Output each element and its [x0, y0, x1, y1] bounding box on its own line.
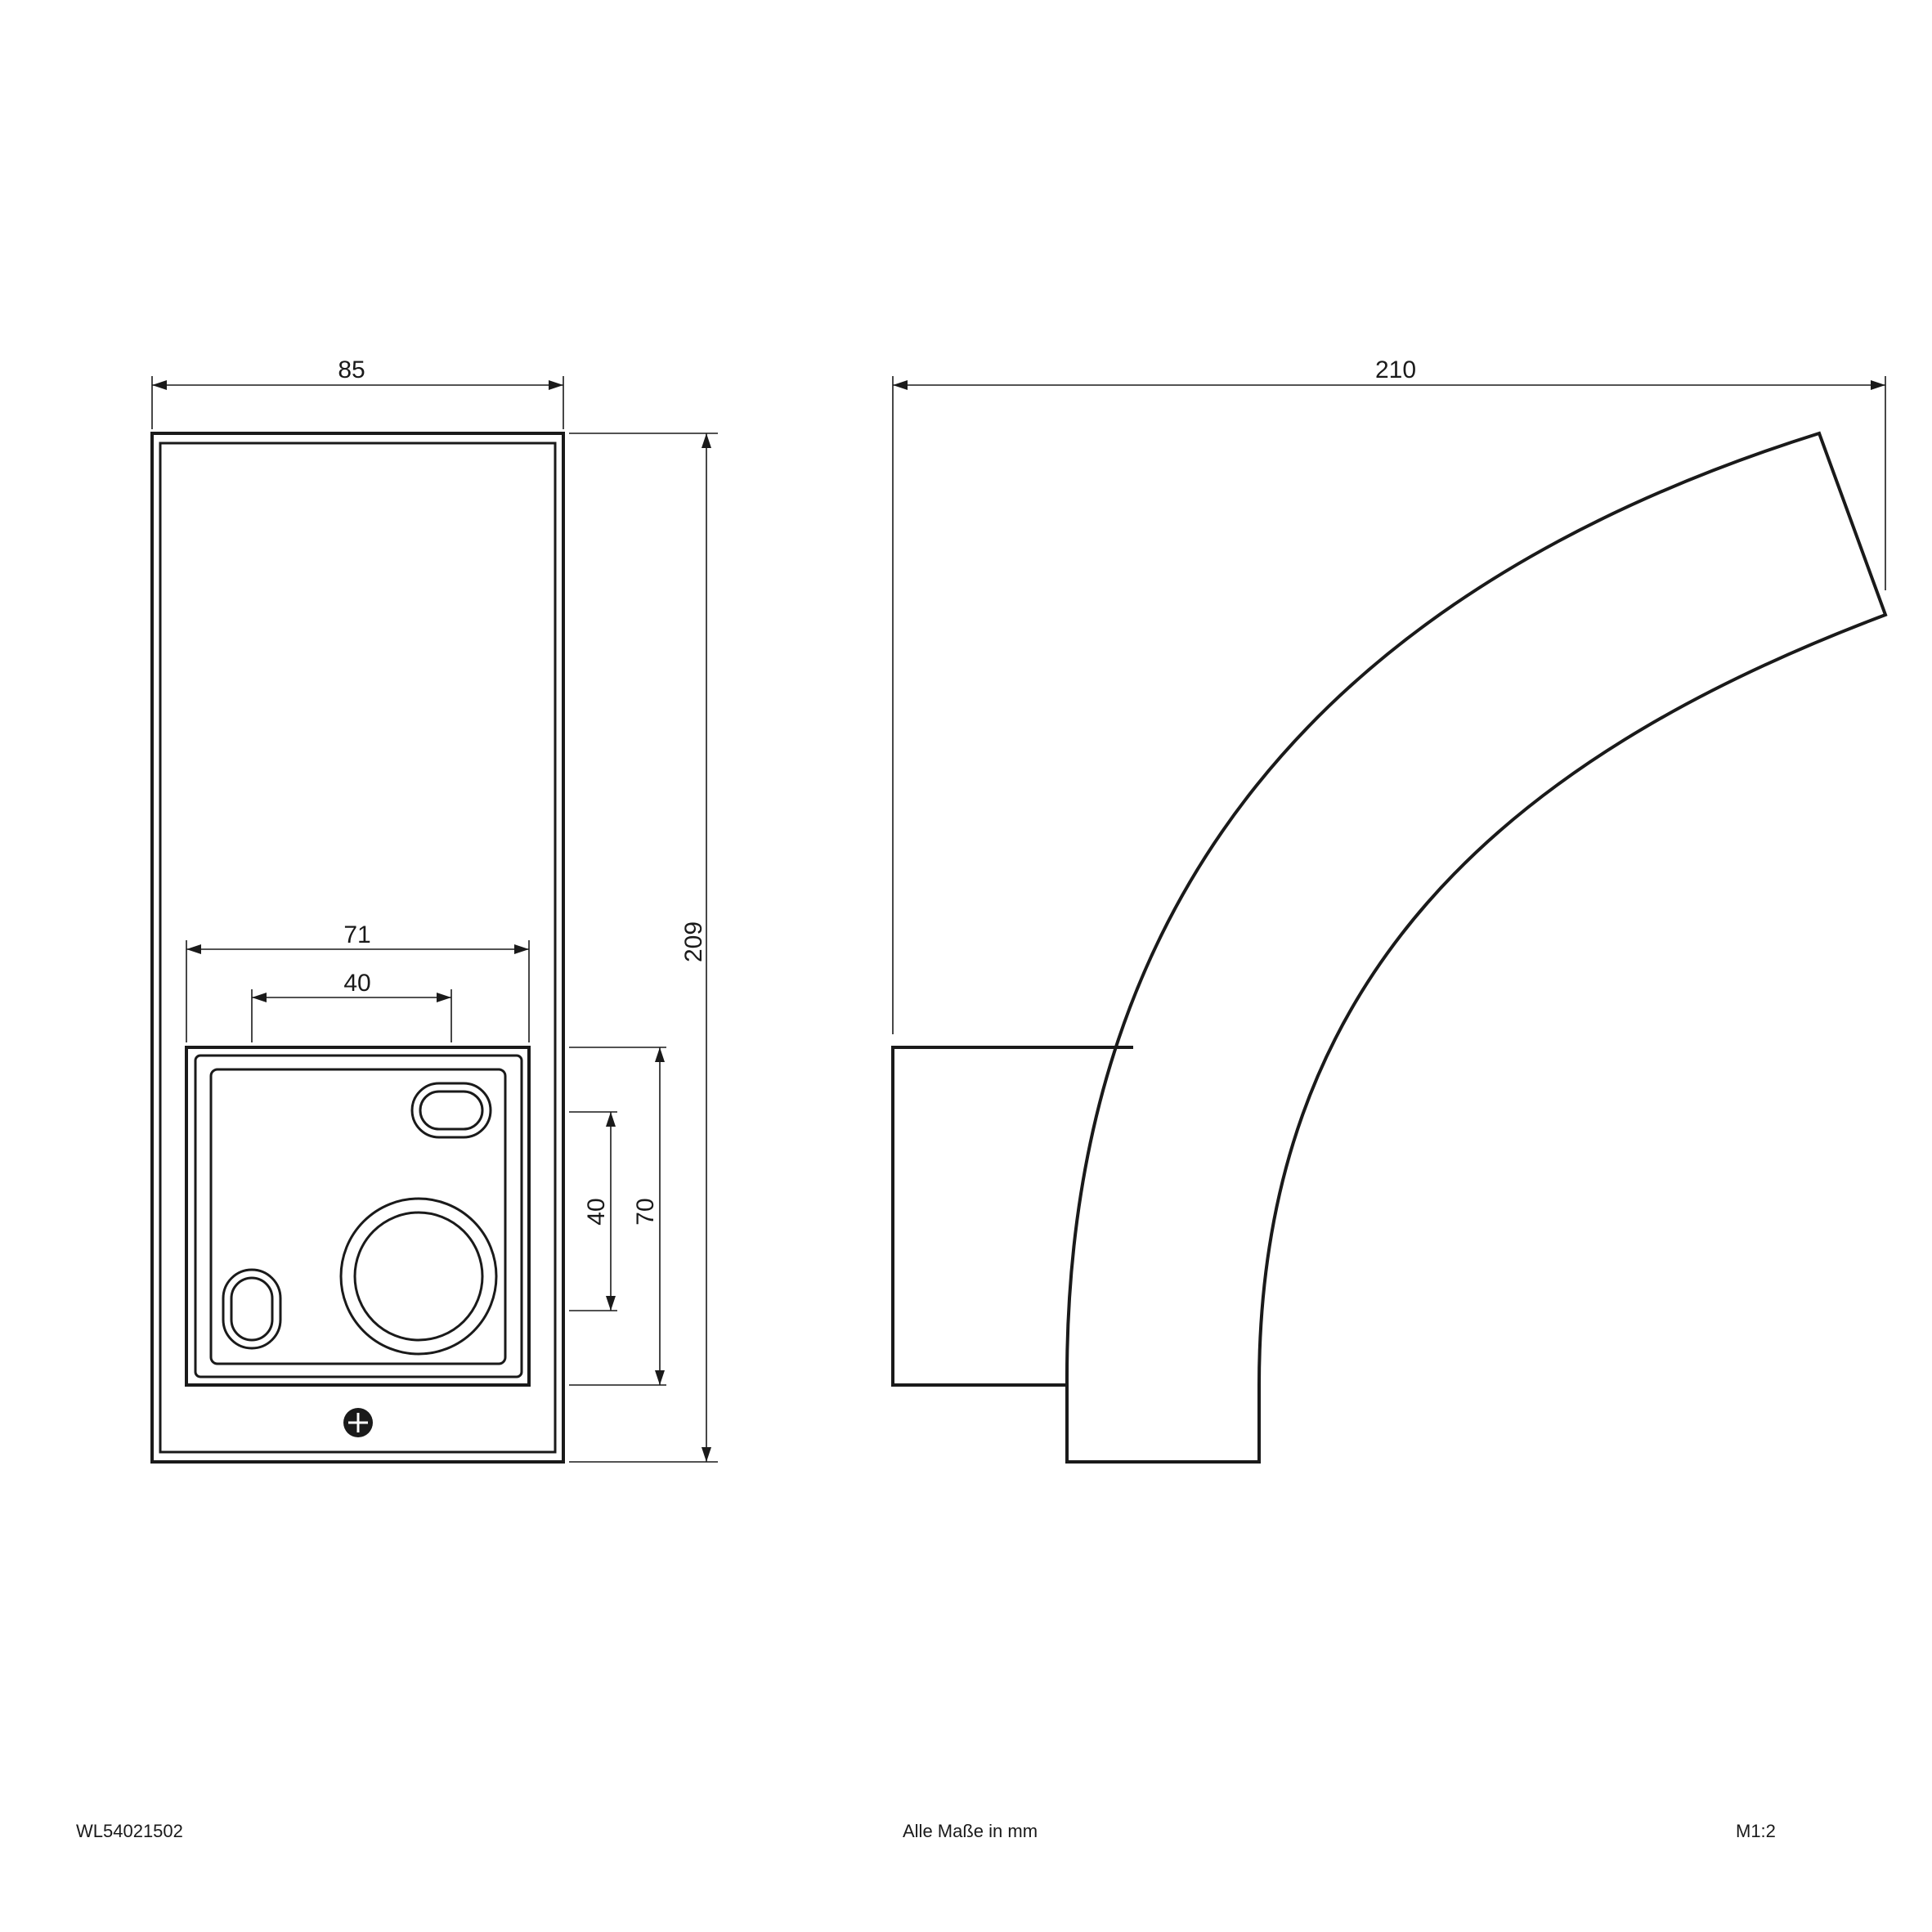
dim-plate-height-label: 70: [632, 1198, 659, 1225]
dim-height-label: 209: [680, 921, 707, 962]
side-view: 210: [891, 356, 1888, 1464]
curved-arm: [1065, 431, 1888, 1464]
housing-outline: [150, 432, 565, 1464]
units-note: Alle Maße in mm: [903, 1821, 1038, 1841]
front-view: 85 209 71 40: [150, 356, 718, 1464]
scale-label: M1:2: [1736, 1821, 1776, 1841]
screw-icon: [343, 1408, 373, 1437]
housing-inner-outline: [159, 442, 557, 1454]
slot-hole-bottom: [222, 1268, 282, 1350]
dim-width: 85: [151, 356, 564, 429]
dim-plate-width: 71: [186, 921, 530, 1042]
dim-hole-spacing-v: 40: [569, 1111, 617, 1311]
dim-width-label: 85: [338, 356, 365, 383]
mounting-plate: [185, 1046, 531, 1387]
dim-hole-spacing-h: 40: [251, 970, 452, 1042]
slot-hole-top: [410, 1082, 492, 1139]
dim-plate-width-label: 71: [343, 921, 370, 948]
dim-hole-spacing-h-label: 40: [343, 970, 370, 997]
dim-plate-height: 70: [569, 1047, 666, 1386]
dim-height: 209: [569, 433, 718, 1463]
dim-depth: 210: [892, 356, 1886, 1034]
cable-entry-hole: [339, 1197, 498, 1356]
article-number: WL54021502: [76, 1821, 183, 1841]
dim-hole-spacing-v-label: 40: [583, 1198, 610, 1225]
dim-depth-label: 210: [1375, 356, 1416, 383]
wall-base: [891, 1046, 1133, 1387]
